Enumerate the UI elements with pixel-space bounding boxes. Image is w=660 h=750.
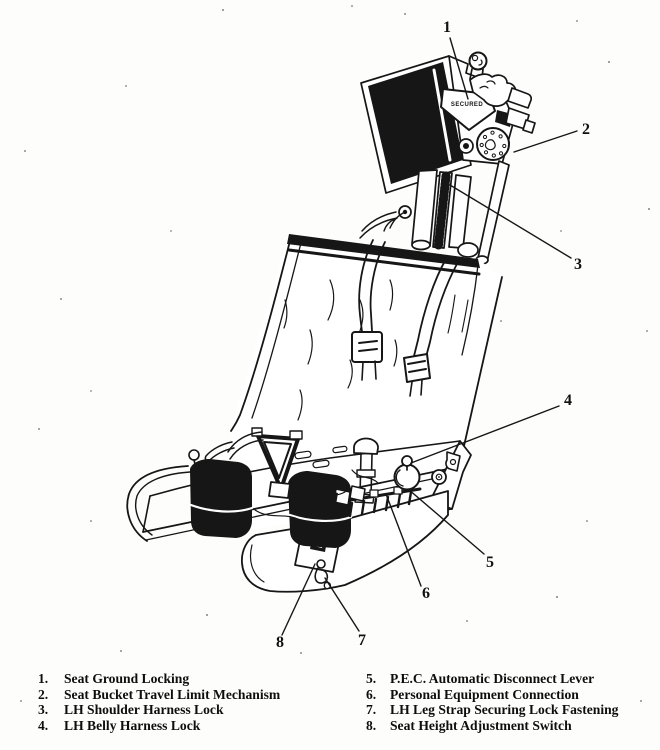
legend-column-right: 5. P.E.C. Automatic Disconnect Lever 6. … [366, 671, 656, 733]
secured-plate-label: SECURED [451, 102, 483, 108]
harness-wiring [254, 469, 379, 525]
callout-number-3: 3 [574, 256, 582, 273]
legend-item-label: P.E.C. Automatic Disconnect Lever [390, 671, 595, 686]
legend-item-label: Seat Height Adjustment Switch [390, 717, 572, 733]
belly-harness-lock [445, 451, 461, 472]
callout-number-5: 5 [486, 554, 494, 571]
legend-item-label: Seat Ground Locking [64, 671, 190, 686]
legend-item-label: LH Shoulder Harness Lock [64, 702, 224, 718]
legend-item-5: 5. P.E.C. Automatic Disconnect Lever [366, 671, 656, 687]
right-leg-restraint-box [288, 471, 351, 548]
legend-item-label: LH Belly Harness Lock [64, 717, 201, 733]
bolted-flange [476, 127, 510, 161]
legend-item-2: 2. Seat Bucket Travel Limit Mechanism [38, 687, 338, 703]
callout-number-1: 1 [443, 19, 451, 36]
seat-bucket [126, 427, 472, 593]
legend-item-number: 6. [366, 686, 377, 702]
seat-back [230, 211, 503, 530]
callout-number-2: 2 [582, 121, 590, 138]
callout-leader-lines [281, 37, 578, 636]
legend-column-left: 1. Seat Ground Locking 2. Seat Bucket Tr… [38, 671, 338, 733]
legend-item-7: 7. LH Leg Strap Securing Lock Fastening [366, 702, 656, 718]
personal-equipment-connection [330, 485, 422, 519]
headrest-assembly [360, 51, 536, 194]
legend-item-number: 2. [38, 686, 49, 702]
legend-item-number: 4. [38, 717, 49, 733]
leg-strap-lock-fastening [314, 559, 332, 590]
seat-back-top-beam [287, 234, 480, 268]
shoulder-harness-straps [351, 239, 459, 397]
legend-item-number: 3. [38, 702, 49, 718]
harness-buckle-right [403, 353, 431, 383]
legend-item-6: 6. Personal Equipment Connection [366, 687, 656, 703]
thigh-guard-loop [126, 465, 191, 542]
legend-item-3: 3. LH Shoulder Harness Lock [38, 702, 338, 718]
legend-item-label: Seat Bucket Travel Limit Mechanism [64, 686, 281, 702]
harness-buckle-left [351, 331, 383, 363]
legend-item-label: Personal Equipment Connection [390, 686, 579, 702]
callout-number-7: 7 [358, 632, 366, 649]
callout-number-6: 6 [422, 585, 430, 602]
legend-item-8: 8. Seat Height Adjustment Switch [366, 718, 656, 734]
legend-item-1: 1. Seat Ground Locking [38, 671, 338, 687]
scan-noise [0, 0, 2, 2]
legend-item-number: 7. [366, 702, 377, 718]
callout-number-4: 4 [564, 392, 572, 409]
legend-item-label: LH Leg Strap Securing Lock Fastening [390, 702, 619, 718]
firing-handle [251, 427, 303, 499]
callout-number-8: 8 [276, 634, 284, 651]
legend-item-number: 1. [38, 671, 49, 686]
legend-item-number: 5. [366, 671, 377, 686]
rail-serration [434, 171, 451, 250]
legend-item-4: 4. LH Belly Harness Lock [38, 718, 338, 734]
left-leg-restraint-box [190, 459, 252, 538]
pec-disconnect-lever [393, 455, 421, 491]
legend-item-number: 8. [366, 717, 377, 733]
